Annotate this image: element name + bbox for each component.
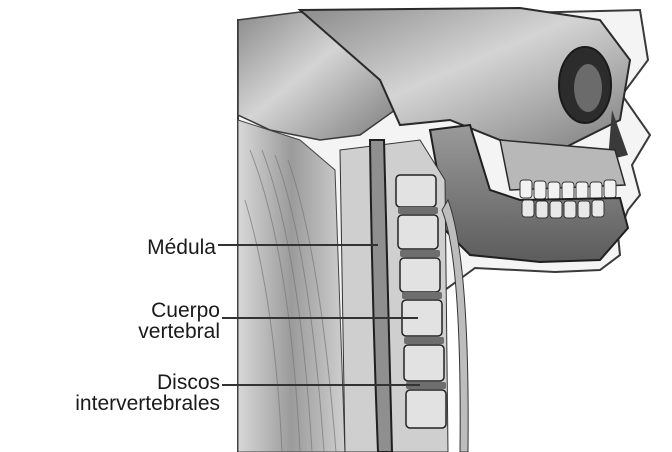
label-cuerpo-vertebral: Cuerpo vertebral bbox=[138, 300, 220, 342]
orbit-inner bbox=[574, 64, 602, 112]
label-discos-intervertebrales: Discos intervertebrales bbox=[75, 372, 220, 414]
label-medula: Médula bbox=[147, 237, 216, 258]
label-cuerpo-line2: vertebral bbox=[138, 321, 220, 342]
label-medula-text: Médula bbox=[147, 237, 216, 258]
label-discos-line1: Discos bbox=[75, 372, 220, 393]
label-cuerpo-line1: Cuerpo bbox=[138, 300, 220, 321]
upper-teeth bbox=[520, 180, 616, 200]
label-discos-line2: intervertebrales bbox=[75, 393, 220, 414]
